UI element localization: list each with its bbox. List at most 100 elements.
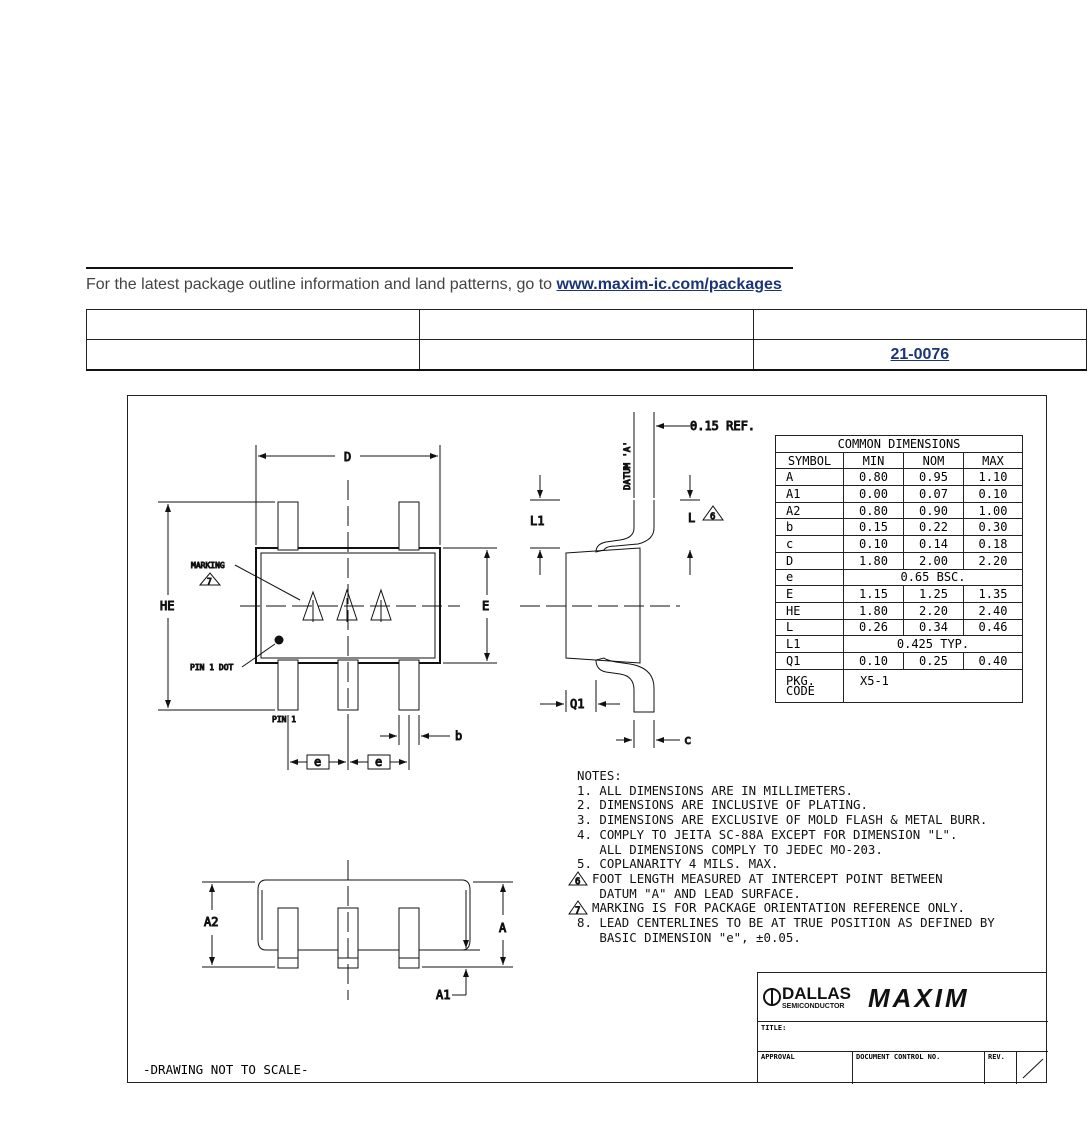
value-cell: 0.10 — [843, 651, 904, 670]
value-cell: 0.14 — [903, 535, 964, 553]
logo-maxim: MAXIM — [868, 983, 970, 1013]
label-b: b — [455, 729, 462, 743]
col-header: NOM — [903, 451, 964, 470]
notes-list: 1. ALL DIMENSIONS ARE IN MILLIMETERS.2. … — [577, 782, 995, 946]
label-e: e — [375, 755, 382, 769]
label-Q1: Q1 — [570, 697, 584, 711]
note-item: 2. DIMENSIONS ARE INCLUSIVE OF PLATING. — [577, 797, 868, 813]
logo-row: DALLAS SEMICONDUCTOR MAXIM — [758, 973, 1048, 1022]
note-7-ref: 7 — [575, 906, 580, 916]
value-cell: 0.18 — [963, 535, 1023, 553]
side-view — [520, 412, 724, 748]
intro-text: For the latest package outline informati… — [86, 276, 557, 293]
rev-value-cell — [1017, 1051, 1048, 1084]
title-block: DALLAS SEMICONDUCTOR MAXIM TITLE: APPROV… — [757, 972, 1048, 1084]
table-title: COMMON DIMENSIONS — [775, 435, 1023, 453]
label-L1: L1 — [530, 514, 544, 528]
symbol-cell: E — [775, 585, 844, 603]
label-E: E — [482, 599, 489, 613]
doc-number-cell: 21-0076 — [752, 339, 1088, 371]
value-cell: 0.46 — [963, 618, 1023, 637]
approval-cell: APPROVAL — [758, 1051, 853, 1084]
value-cell: 0.10 — [963, 485, 1023, 503]
note-item: 3. DIMENSIONS ARE EXCLUSIVE OF MOLD FLAS… — [577, 812, 988, 828]
value-cell: 1.25 — [903, 585, 964, 603]
note-6-triangle-icon — [568, 871, 588, 886]
label-marking: MARKING — [191, 561, 225, 570]
col-header: MIN — [843, 451, 904, 470]
value-cell: 2.20 — [903, 601, 964, 620]
slash-mark-icon — [1022, 1058, 1044, 1079]
value-cell: 1.35 — [963, 585, 1023, 603]
value-cell: 1.00 — [963, 501, 1023, 520]
note-item: BASIC DIMENSION "e", ±0.05. — [577, 929, 801, 945]
value-cell: 1.80 — [843, 551, 904, 570]
top-view — [158, 445, 497, 770]
label-pin1: PIN 1 — [272, 715, 296, 724]
value-cell: 0.30 — [963, 518, 1023, 537]
note-item: FOOT LENGTH MEASURED AT INTERCEPT POINT … — [592, 870, 943, 886]
symbol-cell: A1 — [775, 485, 844, 503]
logo-semiconductor: SEMICONDUCTOR — [782, 1003, 844, 1010]
note-item: MARKING IS FOR PACKAGE ORIENTATION REFER… — [592, 900, 965, 916]
not-to-scale-note: -DRAWING NOT TO SCALE- — [143, 1062, 309, 1077]
packages-link[interactable]: www.maxim-ic.com/packages — [556, 276, 782, 293]
header-cell — [419, 309, 754, 340]
value-cell: 0.00 — [843, 485, 904, 503]
note-item: 1. ALL DIMENSIONS ARE IN MILLIMETERS. — [577, 782, 854, 798]
dallas-maxim-logo: DALLAS SEMICONDUCTOR MAXIM — [763, 983, 970, 1013]
value-cell: 0.425 TYP. — [843, 635, 1023, 653]
drawing-frame — [127, 395, 1047, 1083]
note-item: 4. COMPLY TO JEITA SC-88A EXCEPT FOR DIM… — [577, 826, 958, 842]
note-7-triangle-icon — [568, 900, 588, 915]
value-cell: 1.10 — [963, 468, 1023, 487]
label-pin1-dot: PIN 1 DOT — [190, 663, 234, 672]
header-cell — [85, 339, 421, 371]
value-cell: 0.90 — [903, 501, 964, 520]
header-cell — [85, 309, 421, 340]
value-cell: 0.34 — [903, 618, 964, 637]
symbol-cell: HE — [775, 601, 844, 620]
note-item: 8. LEAD CENTERLINES TO BE AT TRUE POSITI… — [577, 915, 995, 931]
doc-number-link[interactable]: 21-0076 — [890, 345, 950, 363]
value-cell: 2.40 — [963, 601, 1023, 620]
notes-title: NOTES: — [577, 768, 622, 783]
header-cell — [752, 309, 1088, 340]
label-L: L — [688, 511, 695, 525]
value-cell: 0.10 — [843, 535, 904, 553]
value-cell: 0.80 — [843, 468, 904, 487]
symbol-cell: A2 — [775, 501, 844, 520]
intro-line: For the latest package outline informati… — [86, 276, 782, 294]
symbol-cell: e — [775, 568, 844, 587]
pkg-code: X5-1 — [843, 668, 1023, 703]
label-e: e — [314, 755, 321, 769]
value-cell: 0.26 — [843, 618, 904, 637]
label-A: A — [499, 921, 507, 935]
value-cell: 0.65 BSC. — [843, 568, 1023, 587]
header-cell — [419, 339, 754, 371]
col-header: SYMBOL — [775, 451, 844, 470]
notes: NOTES:1. ALL DIMENSIONS ARE IN MILLIMETE… — [577, 768, 995, 946]
doc-control-cell: DOCUMENT CONTROL NO. — [853, 1051, 985, 1084]
label-A2: A2 — [204, 915, 218, 929]
pkg-code-label: PKG. CODE — [775, 668, 844, 703]
note-6-ref: 6 — [575, 877, 580, 887]
value-cell: 1.80 — [843, 601, 904, 620]
label-ref: 0.15 REF. — [690, 419, 755, 433]
end-view — [202, 860, 513, 1000]
label-HE: HE — [160, 599, 174, 613]
value-cell: 2.20 — [963, 551, 1023, 570]
symbol-cell: L — [775, 618, 844, 637]
symbol-cell: c — [775, 535, 844, 553]
symbol-cell: Q1 — [775, 651, 844, 670]
note-item: ALL DIMENSIONS COMPLY TO JEDEC MO-203. — [577, 841, 883, 857]
L-note-ref: 6 — [710, 512, 715, 522]
value-cell: 0.07 — [903, 485, 964, 503]
